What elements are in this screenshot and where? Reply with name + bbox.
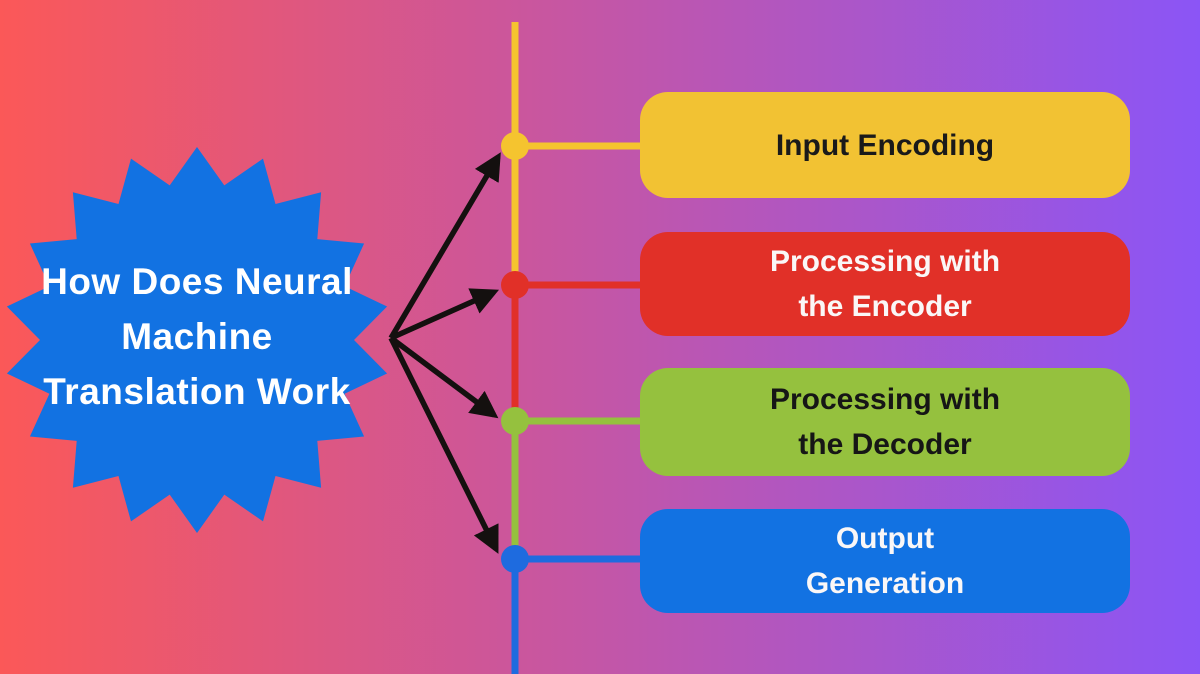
step-box-input-encoding: Input Encoding	[640, 92, 1130, 198]
step-box-output-generation: Output Generation	[640, 509, 1130, 613]
diagram-title: How Does Neural Machine Translation Work	[41, 261, 353, 412]
step-box-encoder-processing: Processing with the Encoder	[640, 232, 1130, 336]
starburst-shape	[6, 147, 388, 533]
timeline-dot-input-encoding	[501, 132, 529, 160]
arrow-to-output-generation	[388, 336, 499, 554]
timeline-dot-encoder-processing	[501, 271, 529, 299]
timeline-dot-output-generation	[501, 545, 529, 573]
arrow-to-encoder-processing	[389, 288, 500, 341]
arrow-to-input-encoding	[388, 152, 501, 340]
arrow-to-decoder-processing	[389, 335, 499, 419]
step-box-decoder-processing: Processing with the Decoder	[640, 368, 1130, 476]
timeline-dot-decoder-processing	[501, 407, 529, 435]
